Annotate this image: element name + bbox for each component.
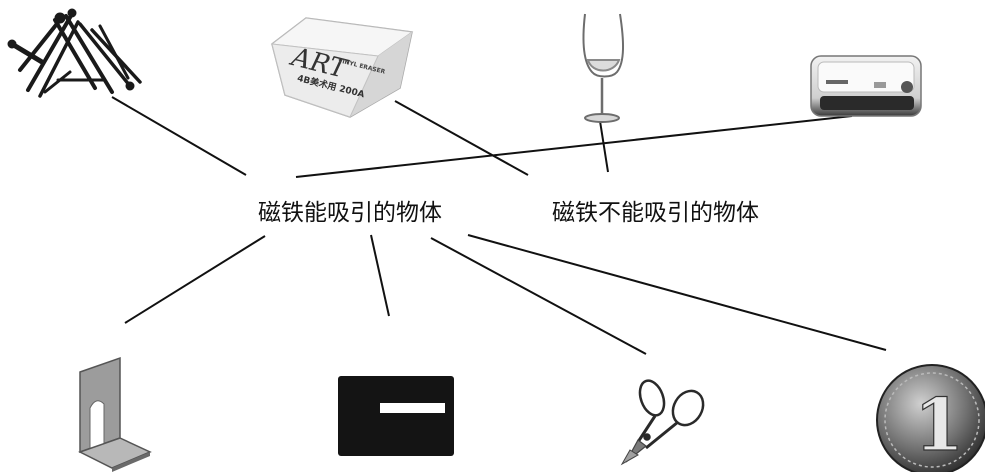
line-eraser-to-nonmagnetic bbox=[394, 100, 529, 176]
wine-glass-icon bbox=[582, 13, 624, 123]
scissors-icon bbox=[620, 379, 705, 466]
magnetic-card-icon bbox=[338, 376, 454, 456]
line-magnetic-to-scissors bbox=[430, 237, 647, 355]
line-nails-to-magnetic bbox=[111, 96, 247, 176]
magnetic-objects-label: 磁铁能吸引的物体 bbox=[258, 200, 442, 226]
non-magnetic-objects-label: 磁铁不能吸引的物体 bbox=[552, 200, 759, 226]
line-magnetic-to-card bbox=[370, 234, 390, 317]
connection-lines bbox=[111, 96, 887, 355]
eraser-icon: ART VINYL ERASER 4B美术用 200A bbox=[270, 17, 414, 118]
coin-value: 1 bbox=[914, 382, 964, 467]
bookend-icon bbox=[78, 356, 152, 472]
glass-box-icon bbox=[810, 55, 922, 117]
nails-icon bbox=[7, 8, 142, 98]
line-box-to-magnetic bbox=[295, 115, 853, 178]
line-glass-to-nonmagnetic bbox=[599, 120, 609, 173]
line-magnetic-to-bookend bbox=[124, 235, 266, 324]
coin-icon: 1 bbox=[876, 364, 985, 472]
line-magnetic-to-coin bbox=[467, 234, 887, 351]
